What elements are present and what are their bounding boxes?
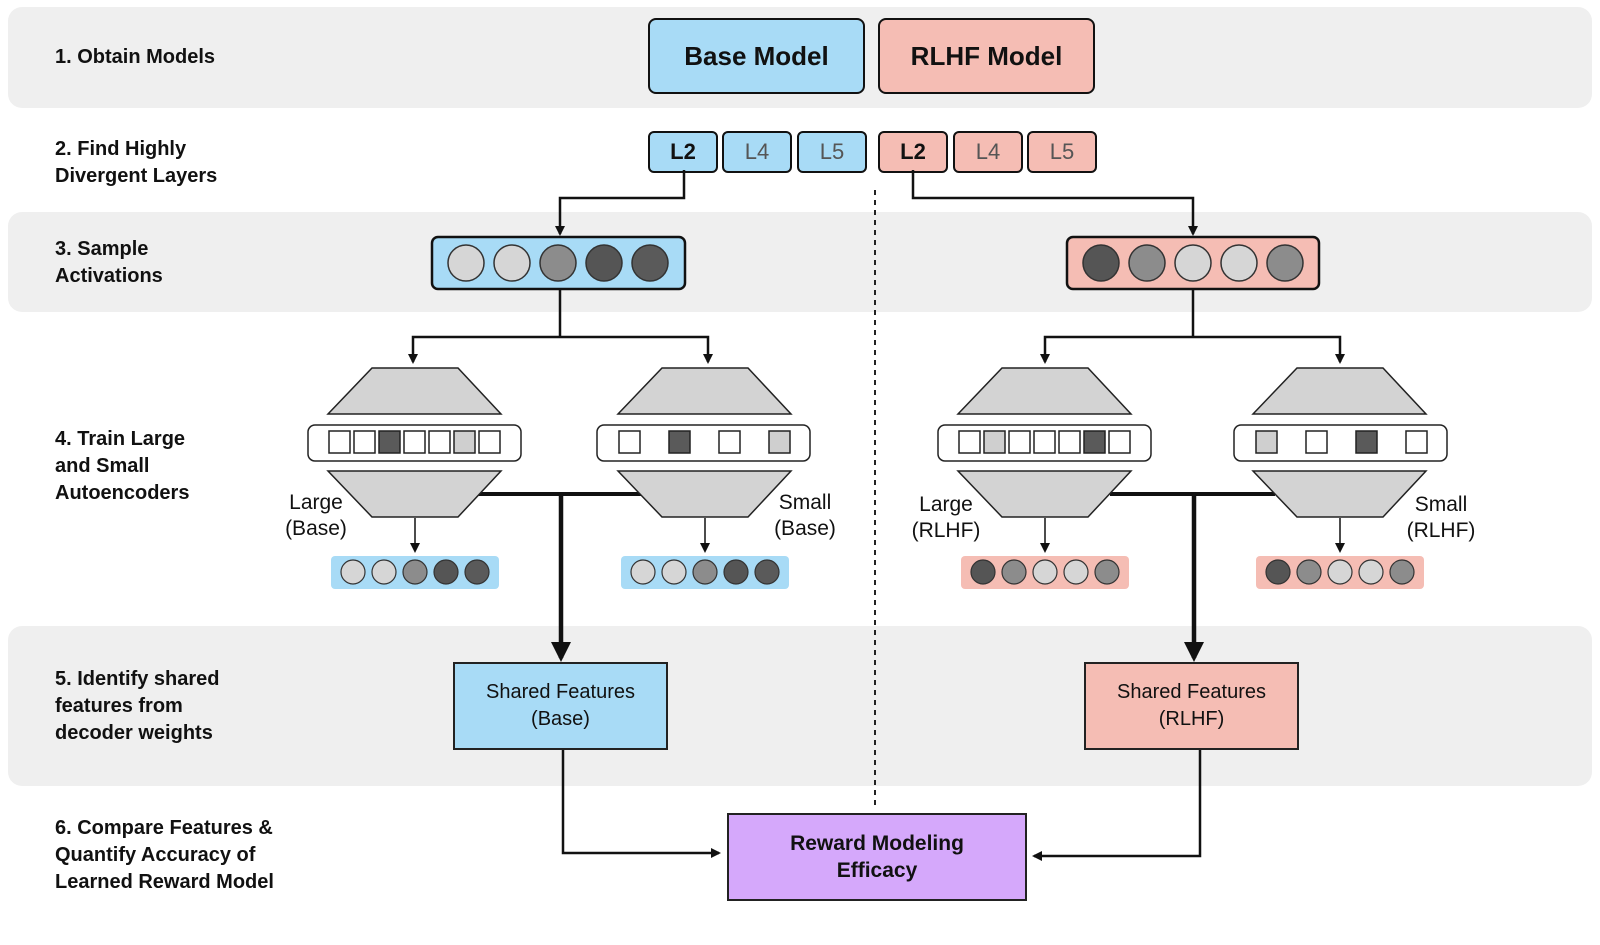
base-layer-l5: L5 [797,131,867,173]
small-base-decoder [616,470,793,518]
step-band-3 [8,212,1592,312]
base-layer-l4: L4 [722,131,792,173]
step-5-label: 5. Identify shared features from decoder… [55,668,220,744]
base-to-reward-arrow [561,750,721,858]
step-2-label: 2. Find Highly Divergent Layers [55,138,218,187]
step-6-label: 6. Compare Features & Quantify Accuracy … [55,817,274,893]
small-base-autoencoder [596,367,811,589]
rlhf-activation-4 [1220,244,1258,282]
base-activation-2 [493,244,531,282]
step-1-label: 1. Obtain Models [55,46,216,68]
rlhf-activation-5 [1266,244,1304,282]
large-rlhf-encoder [956,367,1133,415]
large-base-decoder [326,470,503,518]
small-rlhf-latent [1233,424,1448,462]
base-activation-3 [539,244,577,282]
large-base-autoencoder [307,367,522,589]
rlhf-activation-3 [1174,244,1212,282]
base-split-right-arrow [560,335,713,364]
rlhf-activation-2 [1128,244,1166,282]
base-model-box: Base Model [648,18,865,94]
rlhf-to-reward-arrow [1032,750,1202,861]
large-rlhf-label: Large (RLHF) [911,493,981,542]
small-rlhf-decoder [1251,470,1428,518]
rlhf-layer-l4: L4 [953,131,1023,173]
large-base-label: Large (Base) [285,491,347,540]
step-4-label: 4. Train Large and Small Autoencoders [55,428,190,504]
small-base-latent [596,424,811,462]
base-activation-5 [631,244,669,282]
small-rlhf-encoder [1251,367,1428,415]
base-activation-1 [447,244,485,282]
step-band-5 [8,626,1592,786]
reward-modeling-efficacy-box: Reward Modeling Efficacy [727,813,1027,901]
step-3-label: 3. Sample Activations [55,238,163,287]
rlhf-split-right-arrow [1193,335,1345,364]
rlhf-layer-l5: L5 [1027,131,1097,173]
large-rlhf-autoencoder [937,367,1152,589]
shared-features-rlhf-box: Shared Features (RLHF) [1084,662,1299,750]
large-base-encoder [326,367,503,415]
large-rlhf-decoder [956,470,1133,518]
small-rlhf-autoencoder [1233,367,1448,589]
rlhf-model-box: RLHF Model [878,18,1095,94]
small-base-encoder [616,367,793,415]
base-activation-4 [585,244,623,282]
rlhf-l2-arrow [911,170,1198,236]
base-l2-arrow [555,170,686,236]
small-base-label: Small (Base) [774,491,836,540]
shared-features-base-box: Shared Features (Base) [453,662,668,750]
rlhf-activation-1 [1082,244,1120,282]
base-split-left-arrow [408,335,560,364]
rlhf-split-left-arrow [1040,335,1193,364]
small-rlhf-label: Small (RLHF) [1406,493,1476,542]
